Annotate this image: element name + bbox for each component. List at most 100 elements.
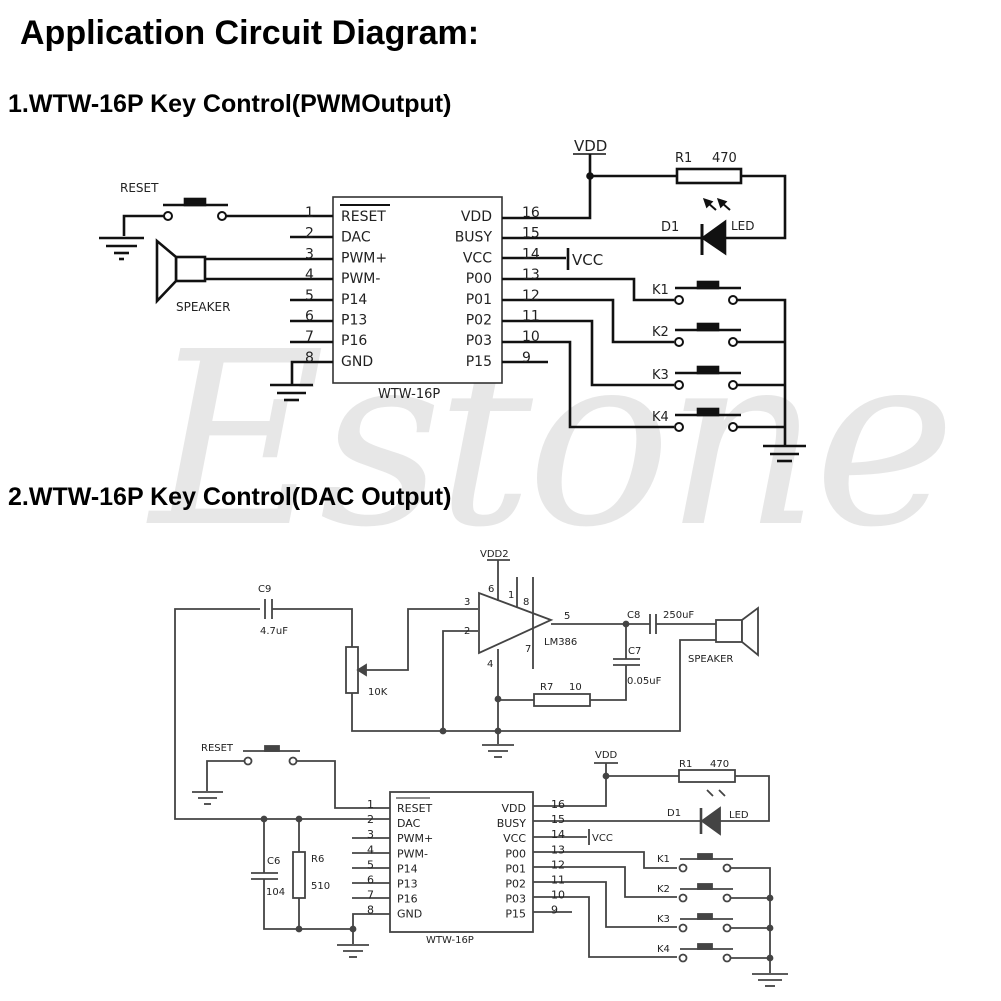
amplifier-lm386 bbox=[478, 591, 554, 655]
d1-label: D1 bbox=[661, 220, 679, 235]
k3-label: K3 bbox=[652, 368, 669, 383]
chip-1-pin-number-right: 16 bbox=[522, 205, 540, 221]
k2-2-label: K2 bbox=[657, 884, 670, 895]
amp-label: LM386 bbox=[544, 637, 577, 648]
r1-2-value: 470 bbox=[710, 759, 729, 770]
r1-2-label: R1 bbox=[679, 759, 692, 770]
reset-switch-1 bbox=[122, 197, 333, 236]
chip-2-pin-number-right: 11 bbox=[551, 874, 565, 887]
reset-2-label: RESET bbox=[201, 743, 234, 754]
k4-2-label: K4 bbox=[657, 944, 670, 955]
speaker-icon bbox=[665, 606, 759, 732]
chip-2-pin-number-right: 13 bbox=[551, 843, 565, 856]
schematic-2-labels: C9 4.7uF 10K VDD2 3 2 6 1 8 5 7 4 LM386 … bbox=[201, 549, 749, 955]
chip-2-pin-label-left: P16 bbox=[397, 893, 418, 906]
chip-1-pin-label-right: P01 bbox=[466, 292, 492, 308]
chip-2-pin-number-left: 1 bbox=[367, 798, 374, 811]
chip-1-pin-label-left: DAC bbox=[341, 230, 371, 246]
ground-icon bbox=[192, 791, 223, 805]
k4-label: K4 bbox=[652, 410, 669, 425]
chip-2-pin-number-right: 12 bbox=[551, 858, 565, 871]
chip-1-pin-number-left: 7 bbox=[305, 329, 314, 345]
k2-label: K2 bbox=[652, 325, 669, 340]
chip-2-pin-number-right: 14 bbox=[551, 828, 565, 841]
chip-1-pin-label-right: BUSY bbox=[455, 230, 493, 246]
chip-1-pin-label-right: P03 bbox=[466, 333, 492, 349]
chip-2-pin-label-left: P13 bbox=[397, 878, 418, 891]
chip-2-pin-number-left: 8 bbox=[367, 904, 374, 917]
chip-2-pin-label-right: P00 bbox=[505, 847, 526, 860]
chip-1-pin-label-left: PWM- bbox=[341, 271, 380, 287]
k1-2-label: K1 bbox=[657, 854, 670, 865]
chip-1-pin-label-left: P16 bbox=[341, 333, 367, 349]
chip-1-pin-number-left: 3 bbox=[305, 246, 314, 262]
amp-pin-5: 5 bbox=[564, 611, 570, 622]
chip-1-pin-number-right: 13 bbox=[522, 267, 540, 283]
chip-2-pin-label-left: DAC bbox=[397, 817, 421, 830]
amp-pin-7: 7 bbox=[525, 644, 531, 655]
r6-label: R6 bbox=[311, 854, 324, 865]
chip-2-pin-number-right: 10 bbox=[551, 889, 565, 902]
r1-label: R1 bbox=[675, 151, 692, 166]
resistor-r7 bbox=[533, 693, 591, 707]
amp-pin-1: 1 bbox=[508, 590, 514, 601]
chip-1-pin-label-right: P00 bbox=[466, 271, 492, 287]
chip-2-pin-number-left: 4 bbox=[367, 843, 374, 856]
chip-1-pin-label-left: P13 bbox=[341, 313, 367, 329]
led-icon bbox=[700, 197, 731, 256]
chip-1-pin-number-right: 9 bbox=[522, 350, 531, 366]
chip-2-pin-label-left: GND bbox=[397, 908, 422, 921]
c6-label: C6 bbox=[267, 856, 280, 867]
ground-icon bbox=[752, 973, 788, 987]
chip-1-body bbox=[332, 196, 503, 384]
chip-2-pin-label-right: VCC bbox=[503, 832, 526, 845]
amp-pin-3: 3 bbox=[464, 597, 470, 608]
chip-1-pin-number-left: 8 bbox=[305, 350, 314, 366]
resistor-r6 bbox=[292, 851, 306, 899]
led-icon bbox=[699, 789, 726, 836]
vdd-2-label: VDD bbox=[595, 750, 618, 761]
chip-2-pin-label-right: P03 bbox=[505, 893, 526, 906]
r7-label: R7 bbox=[540, 682, 553, 693]
chip-2-pin-number-left: 7 bbox=[367, 889, 374, 902]
pot-value: 10K bbox=[368, 687, 388, 698]
chip-1-pin-label-left: P14 bbox=[341, 292, 367, 308]
chip-1-pin-label-right: VCC bbox=[463, 250, 492, 266]
c6-value: 104 bbox=[266, 887, 285, 898]
section-2-title: 2.WTW-16P Key Control(DAC Output) bbox=[8, 483, 452, 511]
chip-2-pin-label-left: P14 bbox=[397, 862, 418, 875]
schematic-1 bbox=[99, 153, 806, 463]
r1-value: 470 bbox=[712, 151, 737, 166]
c8-label: C8 bbox=[627, 610, 640, 621]
chip-2-pin-label-left: PWM+ bbox=[397, 832, 433, 845]
section-1-title: 1.WTW-16P Key Control(PWMOutput) bbox=[8, 90, 452, 118]
resistor-r1 bbox=[675, 167, 743, 185]
ground-icon bbox=[337, 944, 369, 958]
chip-1-pin-label-right: P02 bbox=[466, 313, 492, 329]
vcc-2-label: VCC bbox=[592, 833, 613, 844]
chip-2-pin-number-right: 16 bbox=[551, 798, 565, 811]
chip-2-pin-number-left: 5 bbox=[367, 858, 374, 871]
ground-icon bbox=[763, 444, 806, 463]
chip-1-pin-number-right: 11 bbox=[522, 309, 540, 325]
chip-2-pin-number-right: 9 bbox=[551, 904, 558, 917]
chip-2-body bbox=[389, 791, 534, 933]
chip-2-pin-label-left: PWM- bbox=[397, 847, 428, 860]
chip-2-pin-label-right: VDD bbox=[502, 802, 526, 815]
amp-pin-8: 8 bbox=[523, 597, 529, 608]
chip-2-pin-label-right: BUSY bbox=[497, 817, 527, 830]
chip-1-pin-label-right: P15 bbox=[466, 354, 492, 370]
chip-1-pin-label-left: GND bbox=[341, 354, 373, 370]
potentiometer-icon bbox=[345, 646, 359, 694]
d1-2-label: D1 bbox=[667, 808, 681, 819]
r6-value: 510 bbox=[311, 881, 330, 892]
chip-2-pin-number-left: 2 bbox=[367, 813, 374, 826]
c9-label: C9 bbox=[258, 584, 271, 595]
chip-2-pin-number-left: 6 bbox=[367, 874, 374, 887]
vdd2-label: VDD2 bbox=[480, 549, 509, 560]
reset-label: RESET bbox=[120, 181, 159, 195]
chip-1-pin-number-right: 15 bbox=[522, 226, 540, 242]
chip-1-pin-number-left: 5 bbox=[305, 288, 314, 304]
amp-pin-6: 6 bbox=[488, 584, 494, 595]
